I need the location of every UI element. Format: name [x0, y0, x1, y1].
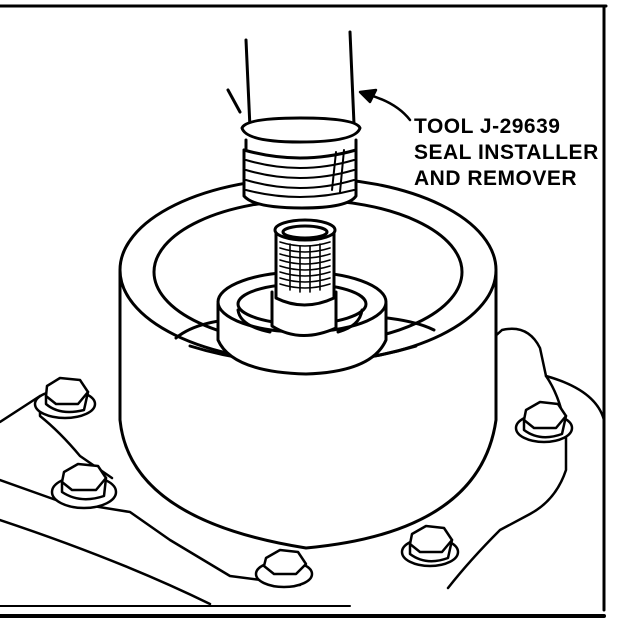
- callout-leader: [358, 88, 412, 122]
- bolt-head: [50, 462, 118, 510]
- bolt-head: [514, 400, 574, 444]
- bolt-head: [254, 548, 314, 589]
- housing-body: [0, 327, 606, 606]
- callout-line-tool-name: SEAL INSTALLER: [414, 141, 599, 164]
- tool-callout-label: TOOL J-29639 SEAL INSTALLER AND REMOVER: [414, 114, 599, 192]
- seal-tool: [226, 30, 362, 210]
- shaft-threads: [279, 241, 331, 293]
- callout-line-tool-purpose: AND REMOVER: [414, 167, 578, 190]
- frame-edges: [0, 4, 608, 618]
- bolt-head: [33, 376, 97, 420]
- callout-line-tool-number: TOOL J-29639: [414, 115, 561, 138]
- bolt-head: [400, 524, 460, 568]
